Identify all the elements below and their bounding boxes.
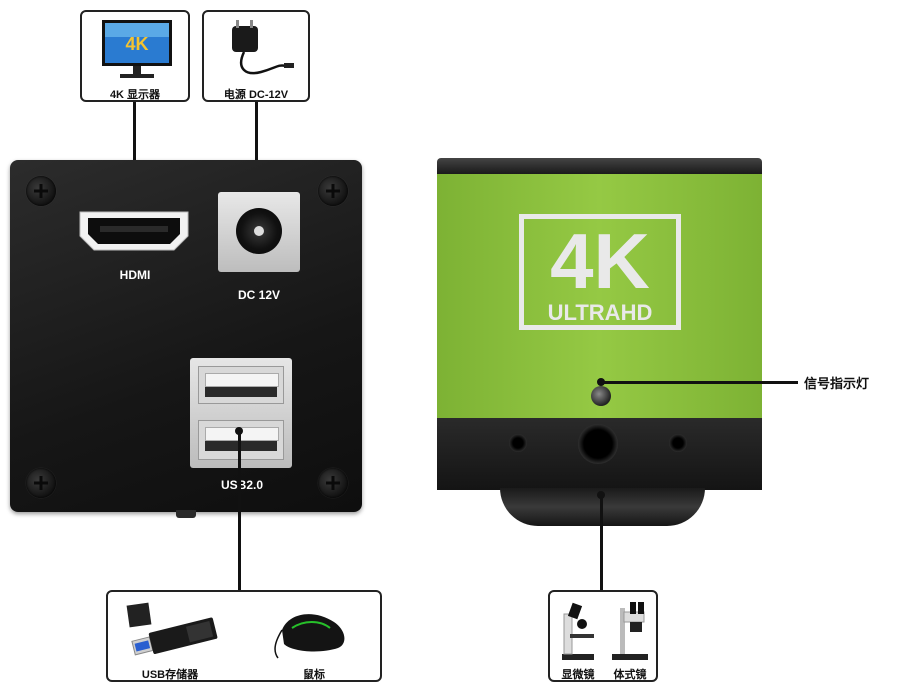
power-callout: 电源 DC-12V (202, 10, 310, 102)
stereo-microscope-label: 体式镜 (613, 669, 647, 681)
screw-top-left-icon (26, 176, 56, 206)
usb-storage-label: USB存储器 (141, 669, 199, 681)
tripod-socket-icon (578, 424, 618, 464)
screw-hole-left-icon (509, 434, 527, 452)
signal-indicator-led (591, 386, 611, 406)
indicator-connector-dot (597, 378, 605, 386)
monitor-icon: 4K (102, 20, 172, 78)
camera-base (437, 418, 762, 490)
badge-ultrahd-text: ULTRAHD (547, 300, 653, 325)
compound-microscope-label: 显微镜 (561, 669, 595, 681)
stereo-microscope-icon (612, 602, 648, 660)
monitor-label: 4K 显示器 (109, 89, 161, 101)
camera-back-panel: HDMI DC 12V USB2.0 (10, 160, 362, 518)
power-label: 电源 DC-12V (223, 89, 289, 101)
camera-top-cap (437, 158, 762, 174)
camera-green-housing: 4K ULTRAHD (437, 174, 762, 418)
usb-port-bottom (198, 420, 284, 460)
dc-label: DC 12V (237, 288, 281, 302)
microscope-callout: 显微镜 体式镜 (548, 590, 658, 682)
hdmi-port-icon (79, 211, 189, 251)
lens-connector-line (600, 495, 603, 591)
screw-hole-right-icon (669, 434, 687, 452)
usb-drive-icon (126, 602, 218, 656)
hdmi-label: HDMI (119, 268, 151, 282)
camera-front: 4K ULTRAHD (437, 158, 762, 490)
indicator-connector-line (602, 381, 798, 384)
screw-bottom-right-icon (318, 468, 348, 498)
power-adapter-icon (232, 20, 294, 75)
compound-microscope-icon (562, 602, 594, 660)
dc-jack (218, 192, 300, 272)
monitor-callout: 4K 4K 显示器 (80, 10, 190, 102)
indicator-label: 信号指示灯 (804, 376, 870, 391)
mouse-icon (274, 614, 345, 659)
monitor-badge: 4K (125, 34, 148, 54)
usb-mouse-callout: USB存储器 鼠标 (106, 590, 382, 682)
screw-top-right-icon (318, 176, 348, 206)
usb-connector-line (238, 431, 241, 591)
usb-port-block (190, 358, 292, 468)
usb-port-top (198, 366, 284, 404)
badge-4k-text: 4K (550, 217, 650, 305)
screw-bottom-left-icon (26, 468, 56, 498)
usb-label: USB2.0 (220, 478, 264, 492)
mouse-label: 鼠标 (303, 669, 325, 681)
ultrahd-badge: 4K ULTRAHD (519, 214, 681, 330)
